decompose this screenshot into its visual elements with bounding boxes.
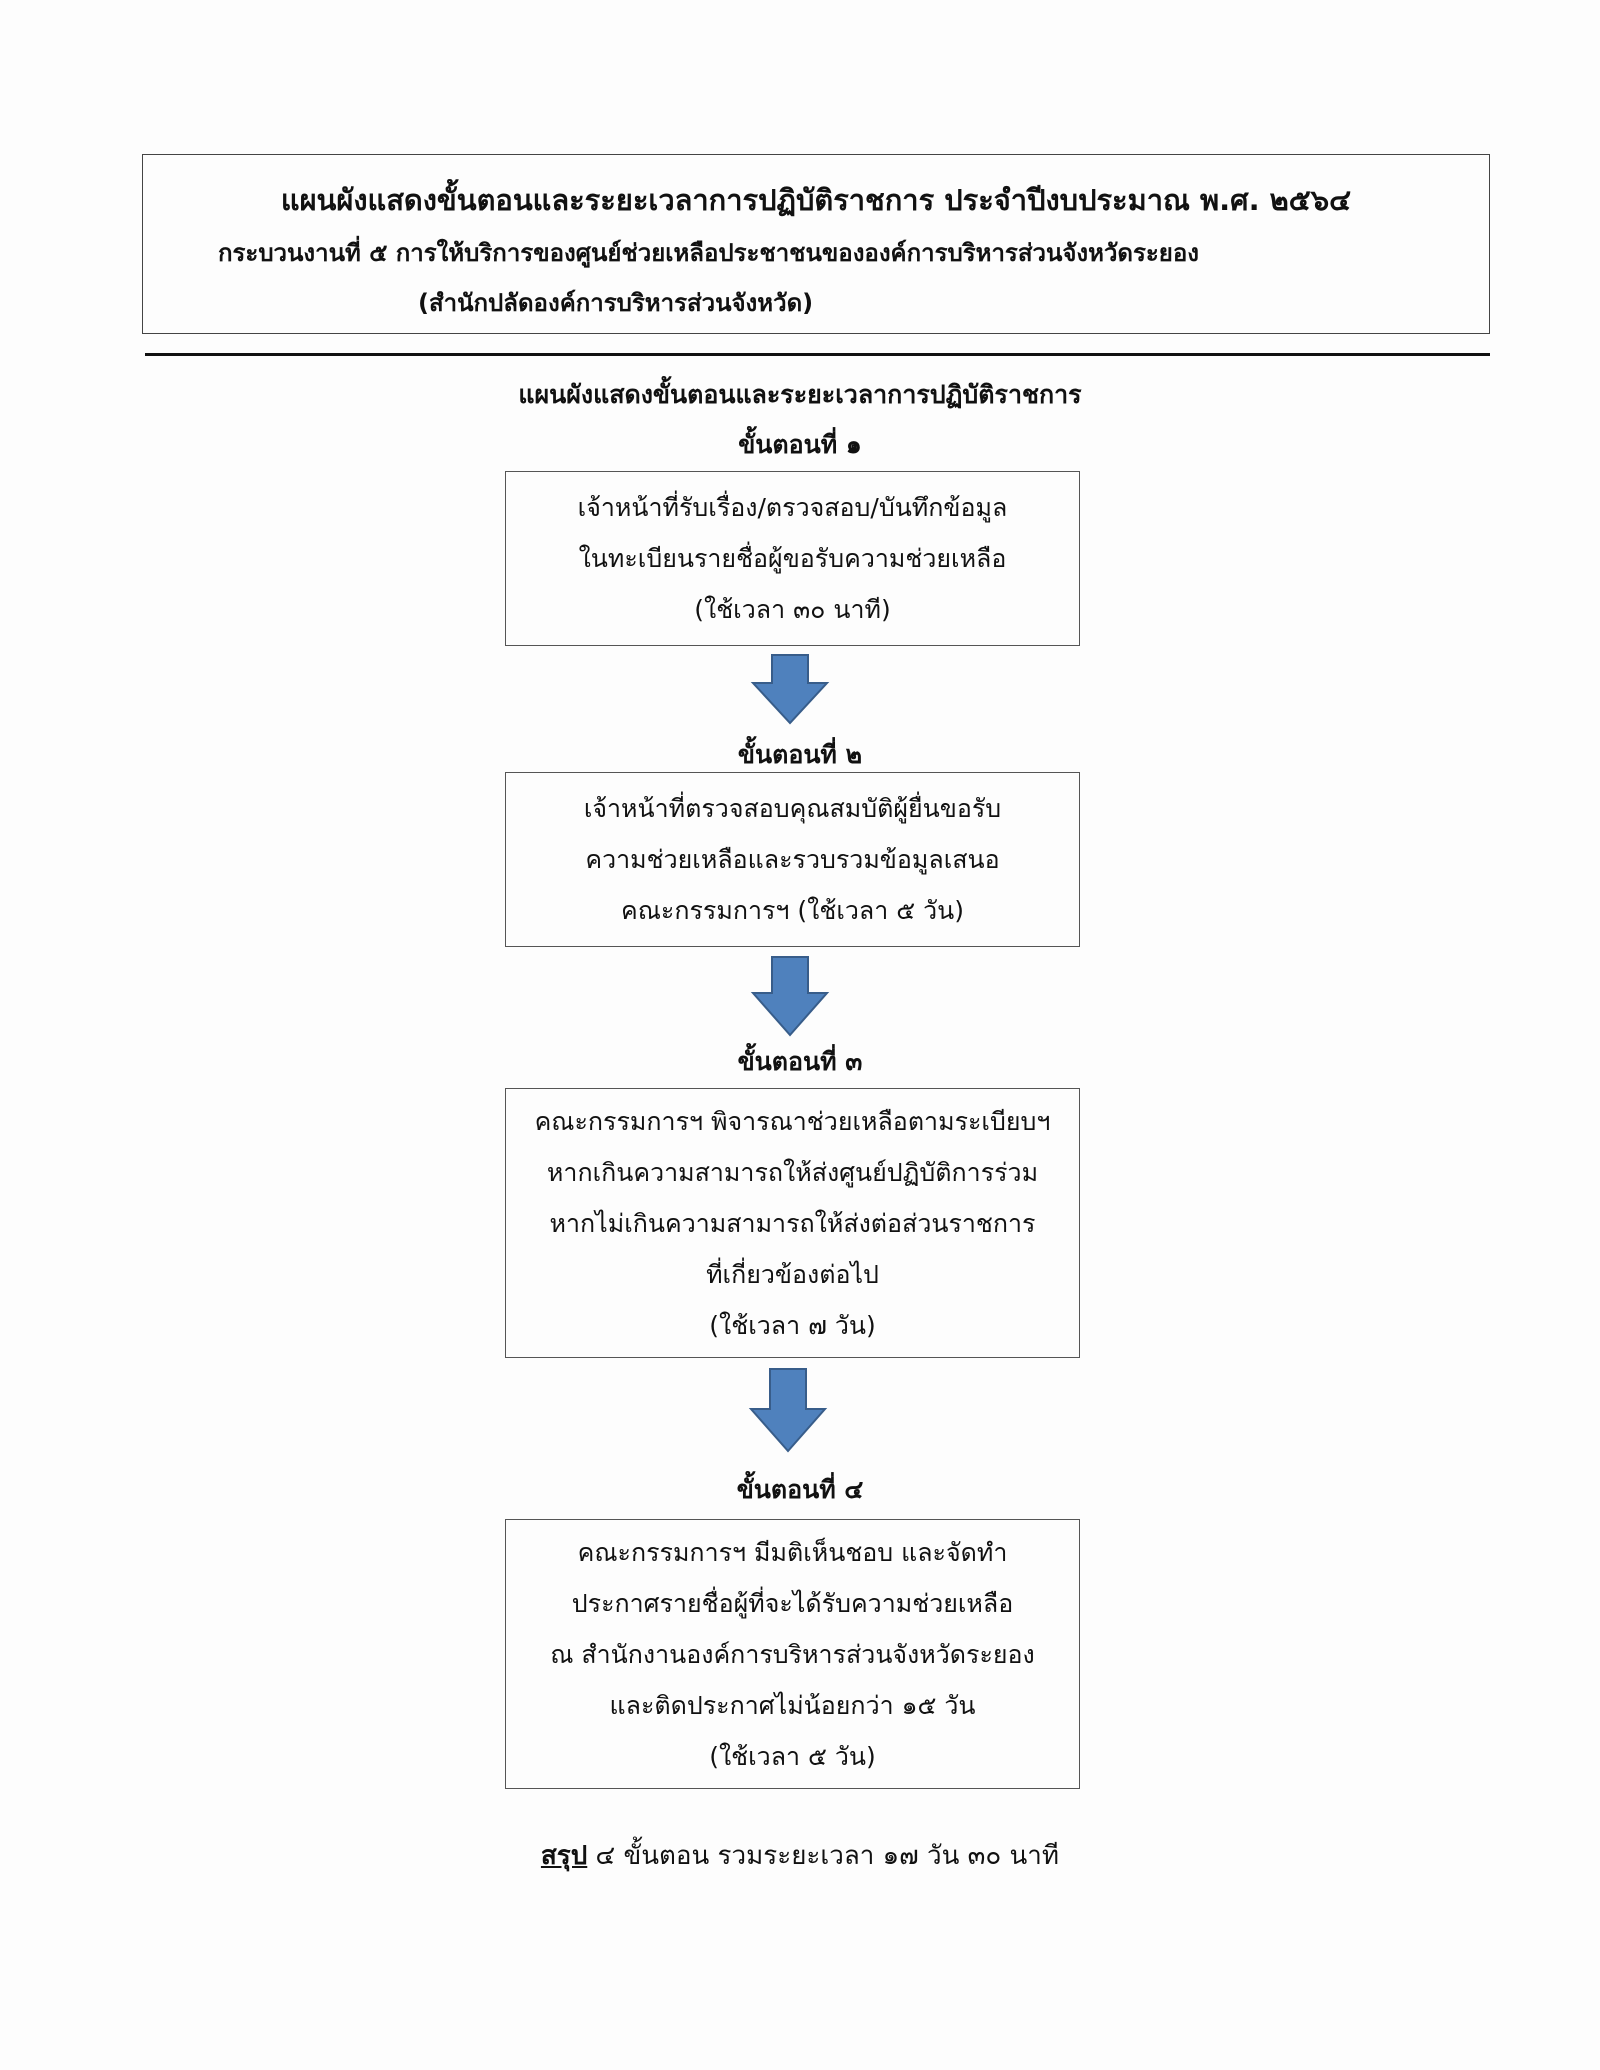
step-box-2: เจ้าหน้าที่ตรวจสอบคุณสมบัติผู้ยื่นขอรับ … (505, 772, 1080, 947)
process-name: กระบวนงานที่ ๕ การให้บริการของศูนย์ช่วยเ… (218, 239, 1199, 267)
title-box: แผนผังแสดงขั้นตอนและระยะเวลาการปฏิบัติรา… (142, 154, 1490, 334)
summary: สรุป ๔ ขั้นตอน รวมระยะเวลา ๑๗ วัน ๓๐ นาท… (0, 1835, 1600, 1876)
step-label-2: ขั้นตอนที่ ๒ (737, 740, 863, 769)
summary-label: สรุป (540, 1841, 588, 1871)
step-box-4: คณะกรรมการฯ มีมติเห็นชอบ และจัดทำ ประกาศ… (505, 1519, 1080, 1789)
step-text: คณะกรรมการฯ (ใช้เวลา ๕ วัน) (621, 896, 964, 925)
step-label-1: ขั้นตอนที่ ๑ (738, 430, 862, 459)
step-text: ณ สำนักงานองค์การบริหารส่วนจังหวัดระยอง (550, 1639, 1035, 1669)
step-text: คณะกรรมการฯ พิจารณาช่วยเหลือตามระเบียบฯ (534, 1106, 1051, 1136)
office-name: (สำนักปลัดองค์การบริหารส่วนจังหวัด) (418, 289, 814, 317)
step-text: หากเกินความสามารถให้ส่งศูนย์ปฏิบัติการร่… (546, 1157, 1039, 1187)
flowchart-heading: แผนผังแสดงขั้นตอนและระยะเวลาการปฏิบัติรา… (518, 380, 1082, 409)
step-box-3: คณะกรรมการฯ พิจารณาช่วยเหลือตามระเบียบฯ … (505, 1088, 1080, 1358)
down-arrow-icon (748, 1368, 828, 1453)
step-text: หากไม่เกินความสามารถให้ส่งต่อส่วนราชการ (549, 1208, 1036, 1238)
step-text: เจ้าหน้าที่ตรวจสอบคุณสมบัติผู้ยื่นขอรับ (583, 794, 1002, 823)
step-text: ความช่วยเหลือและรวบรวมข้อมูลเสนอ (585, 845, 1000, 874)
step-text: (ใช้เวลา ๗ วัน) (709, 1310, 876, 1340)
step-text: ประกาศรายชื่อผู้ที่จะได้รับความช่วยเหลือ (571, 1588, 1014, 1618)
divider (145, 353, 1490, 356)
step-label-4: ขั้นตอนที่ ๔ (736, 1475, 864, 1504)
step-text: และติดประกาศไม่น้อยกว่า ๑๕ วัน (609, 1690, 976, 1720)
summary-text: ๔ ขั้นตอน รวมระยะเวลา ๑๗ วัน ๓๐ นาที (587, 1841, 1060, 1871)
step-text: (ใช้เวลา ๓๐ นาที) (694, 595, 891, 624)
down-arrow-icon (750, 654, 830, 725)
step-text: เจ้าหน้าที่รับเรื่อง/ตรวจสอบ/บันทึกข้อมู… (577, 493, 1008, 522)
document-title: แผนผังแสดงขั้นตอนและระยะเวลาการปฏิบัติรา… (280, 183, 1352, 217)
step-text: ในทะเบียนรายชื่อผู้ขอรับความช่วยเหลือ (578, 544, 1007, 573)
step-label-3: ขั้นตอนที่ ๓ (737, 1047, 863, 1076)
down-arrow-icon (750, 956, 830, 1037)
step-text: คณะกรรมการฯ มีมติเห็นชอบ และจัดทำ (577, 1537, 1008, 1567)
step-box-1: เจ้าหน้าที่รับเรื่อง/ตรวจสอบ/บันทึกข้อมู… (505, 471, 1080, 646)
step-text: (ใช้เวลา ๕ วัน) (709, 1741, 876, 1771)
step-text: ที่เกี่ยวข้องต่อไป (706, 1259, 879, 1289)
